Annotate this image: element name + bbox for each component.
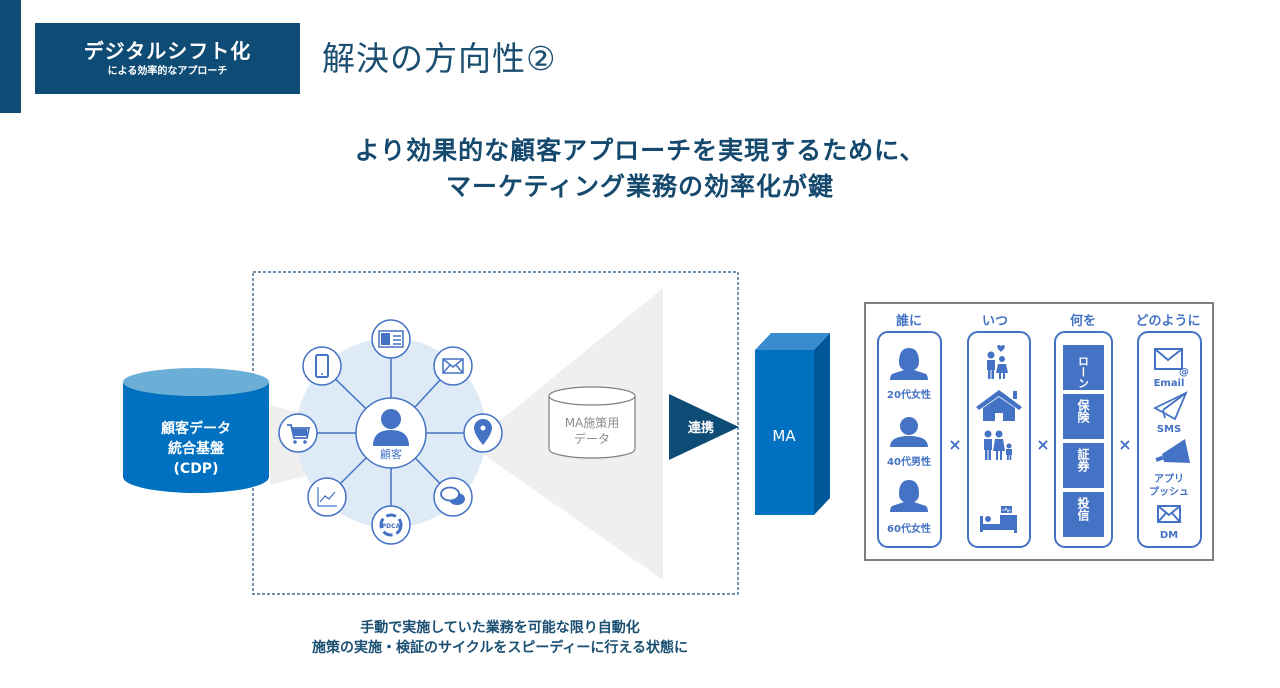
- channel-app-push-2: プッシュ: [1149, 485, 1189, 498]
- headline-line-1: より効果的な顧客アプローチを実現するために、: [354, 136, 926, 165]
- cdp-label-1: 顧客データ: [161, 420, 231, 437]
- house-icon: [976, 390, 1022, 421]
- product-insurance-label: 保険: [1076, 398, 1090, 424]
- couple-icon: [987, 345, 1008, 379]
- cdp-label-3: (CDP): [174, 461, 219, 477]
- id-card-icon: [378, 330, 404, 348]
- column-header-how: どのように: [1135, 314, 1200, 329]
- person-icon-60f: [890, 480, 928, 512]
- mail-icon: [442, 358, 464, 374]
- pdca-node: PDCA: [371, 505, 411, 545]
- channel-app-push-1: アプリ: [1154, 472, 1184, 485]
- product-securities-label: 証券: [1076, 447, 1090, 473]
- operator-3: ×: [1118, 435, 1131, 454]
- ma-label: MA: [772, 427, 796, 445]
- product-loan-label: ローン: [1077, 356, 1090, 389]
- headline: より効果的な顧客アプローチを実現するために、 マーケティング業務の効率化が鍵: [0, 133, 1280, 205]
- link-label: 連携: [688, 420, 714, 436]
- shopping-cart-icon: [287, 424, 311, 444]
- dm-mail-icon: [1157, 505, 1181, 523]
- segment-60s-female: 60代女性: [887, 522, 931, 535]
- section-tag: デジタルシフト化 による効率的なアプローチ: [35, 23, 300, 94]
- caption: 手動で実施していた業務を可能な限り自動化 施策の実施・検証のサイクルをスピーディ…: [0, 618, 1000, 658]
- customer-label: 顧客: [380, 447, 402, 461]
- column-how: [1137, 331, 1202, 548]
- headline-line-2: マーケティング業務の効率化が鍵: [445, 172, 834, 201]
- ma-pillar: MA: [755, 333, 830, 515]
- column-who: [877, 331, 942, 548]
- link-arrow: 連携: [669, 394, 739, 460]
- cart-node: [278, 413, 318, 453]
- location-pin-icon: [474, 419, 492, 445]
- product-insurance: [1063, 394, 1104, 439]
- chart-node: [307, 477, 347, 517]
- section-tag-sub: による効率的なアプローチ: [107, 65, 228, 77]
- column-when: [967, 331, 1031, 548]
- channel-sms: SMS: [1157, 424, 1181, 435]
- operator-1: ×: [948, 435, 961, 454]
- customer-hub: 顧客: [278, 319, 503, 545]
- caption-line-1: 手動で実施していた業務を可能な限り自動化: [360, 620, 640, 636]
- location-node: [463, 413, 503, 453]
- column-header-what: 何を: [1070, 313, 1096, 329]
- svg-text:PDCA: PDCA: [382, 523, 401, 530]
- person-icon-40m: [890, 417, 928, 447]
- product-investment-trust-label: 投信: [1076, 496, 1090, 522]
- channel-email: Email: [1154, 378, 1185, 389]
- product-securities: [1063, 443, 1104, 488]
- product-investment-trust: [1063, 492, 1104, 537]
- sms-paper-plane-icon: [1153, 391, 1188, 421]
- customer-icon: [373, 409, 409, 446]
- targeting-matrix: 誰に いつ 何を どのように × × × 20代女性 40代男性 60代女性: [864, 302, 1214, 561]
- segment-20s-female: 20代女性: [887, 388, 931, 401]
- ma-data-cylinder: MA施策用 データ: [548, 386, 636, 459]
- left-accent-bar: [0, 0, 21, 113]
- product-loan: [1063, 345, 1104, 390]
- person-icon-20f: [890, 348, 928, 380]
- hospital-bed-icon: [980, 506, 1017, 533]
- id-card-node: [371, 319, 411, 359]
- ma-data-label-1: MA施策用: [565, 416, 620, 430]
- line-chart-icon: [317, 487, 337, 507]
- column-what: [1054, 331, 1113, 548]
- section-tag-main: デジタルシフト化: [83, 38, 252, 63]
- column-header-when: いつ: [982, 314, 1008, 329]
- operator-2: ×: [1036, 435, 1049, 454]
- column-header-who: 誰に: [896, 313, 922, 329]
- svg-text:@: @: [1179, 367, 1189, 378]
- cdp-label-2: 統合基盤: [168, 440, 225, 457]
- caption-line-2: 施策の実施・検証のサイクルをスピーディーに行える状態に: [312, 640, 688, 656]
- chat-icon: [440, 486, 465, 505]
- email-icon: [1154, 348, 1183, 370]
- page-title: 解決の方向性②: [322, 39, 557, 78]
- megaphone-icon: [1155, 439, 1190, 463]
- smartphone-node: [302, 346, 342, 386]
- smartphone-icon: [315, 354, 329, 378]
- ma-data-label-2: データ: [574, 431, 610, 446]
- chat-node: [433, 477, 473, 517]
- cdp-cylinder: 顧客データ 統合基盤 (CDP): [123, 368, 269, 493]
- mail-node: [433, 346, 473, 386]
- segment-40s-male: 40代男性: [887, 455, 931, 468]
- family-icon: [984, 430, 1012, 460]
- channel-dm: DM: [1160, 530, 1178, 541]
- pdca-cycle-icon: PDCA: [379, 513, 403, 537]
